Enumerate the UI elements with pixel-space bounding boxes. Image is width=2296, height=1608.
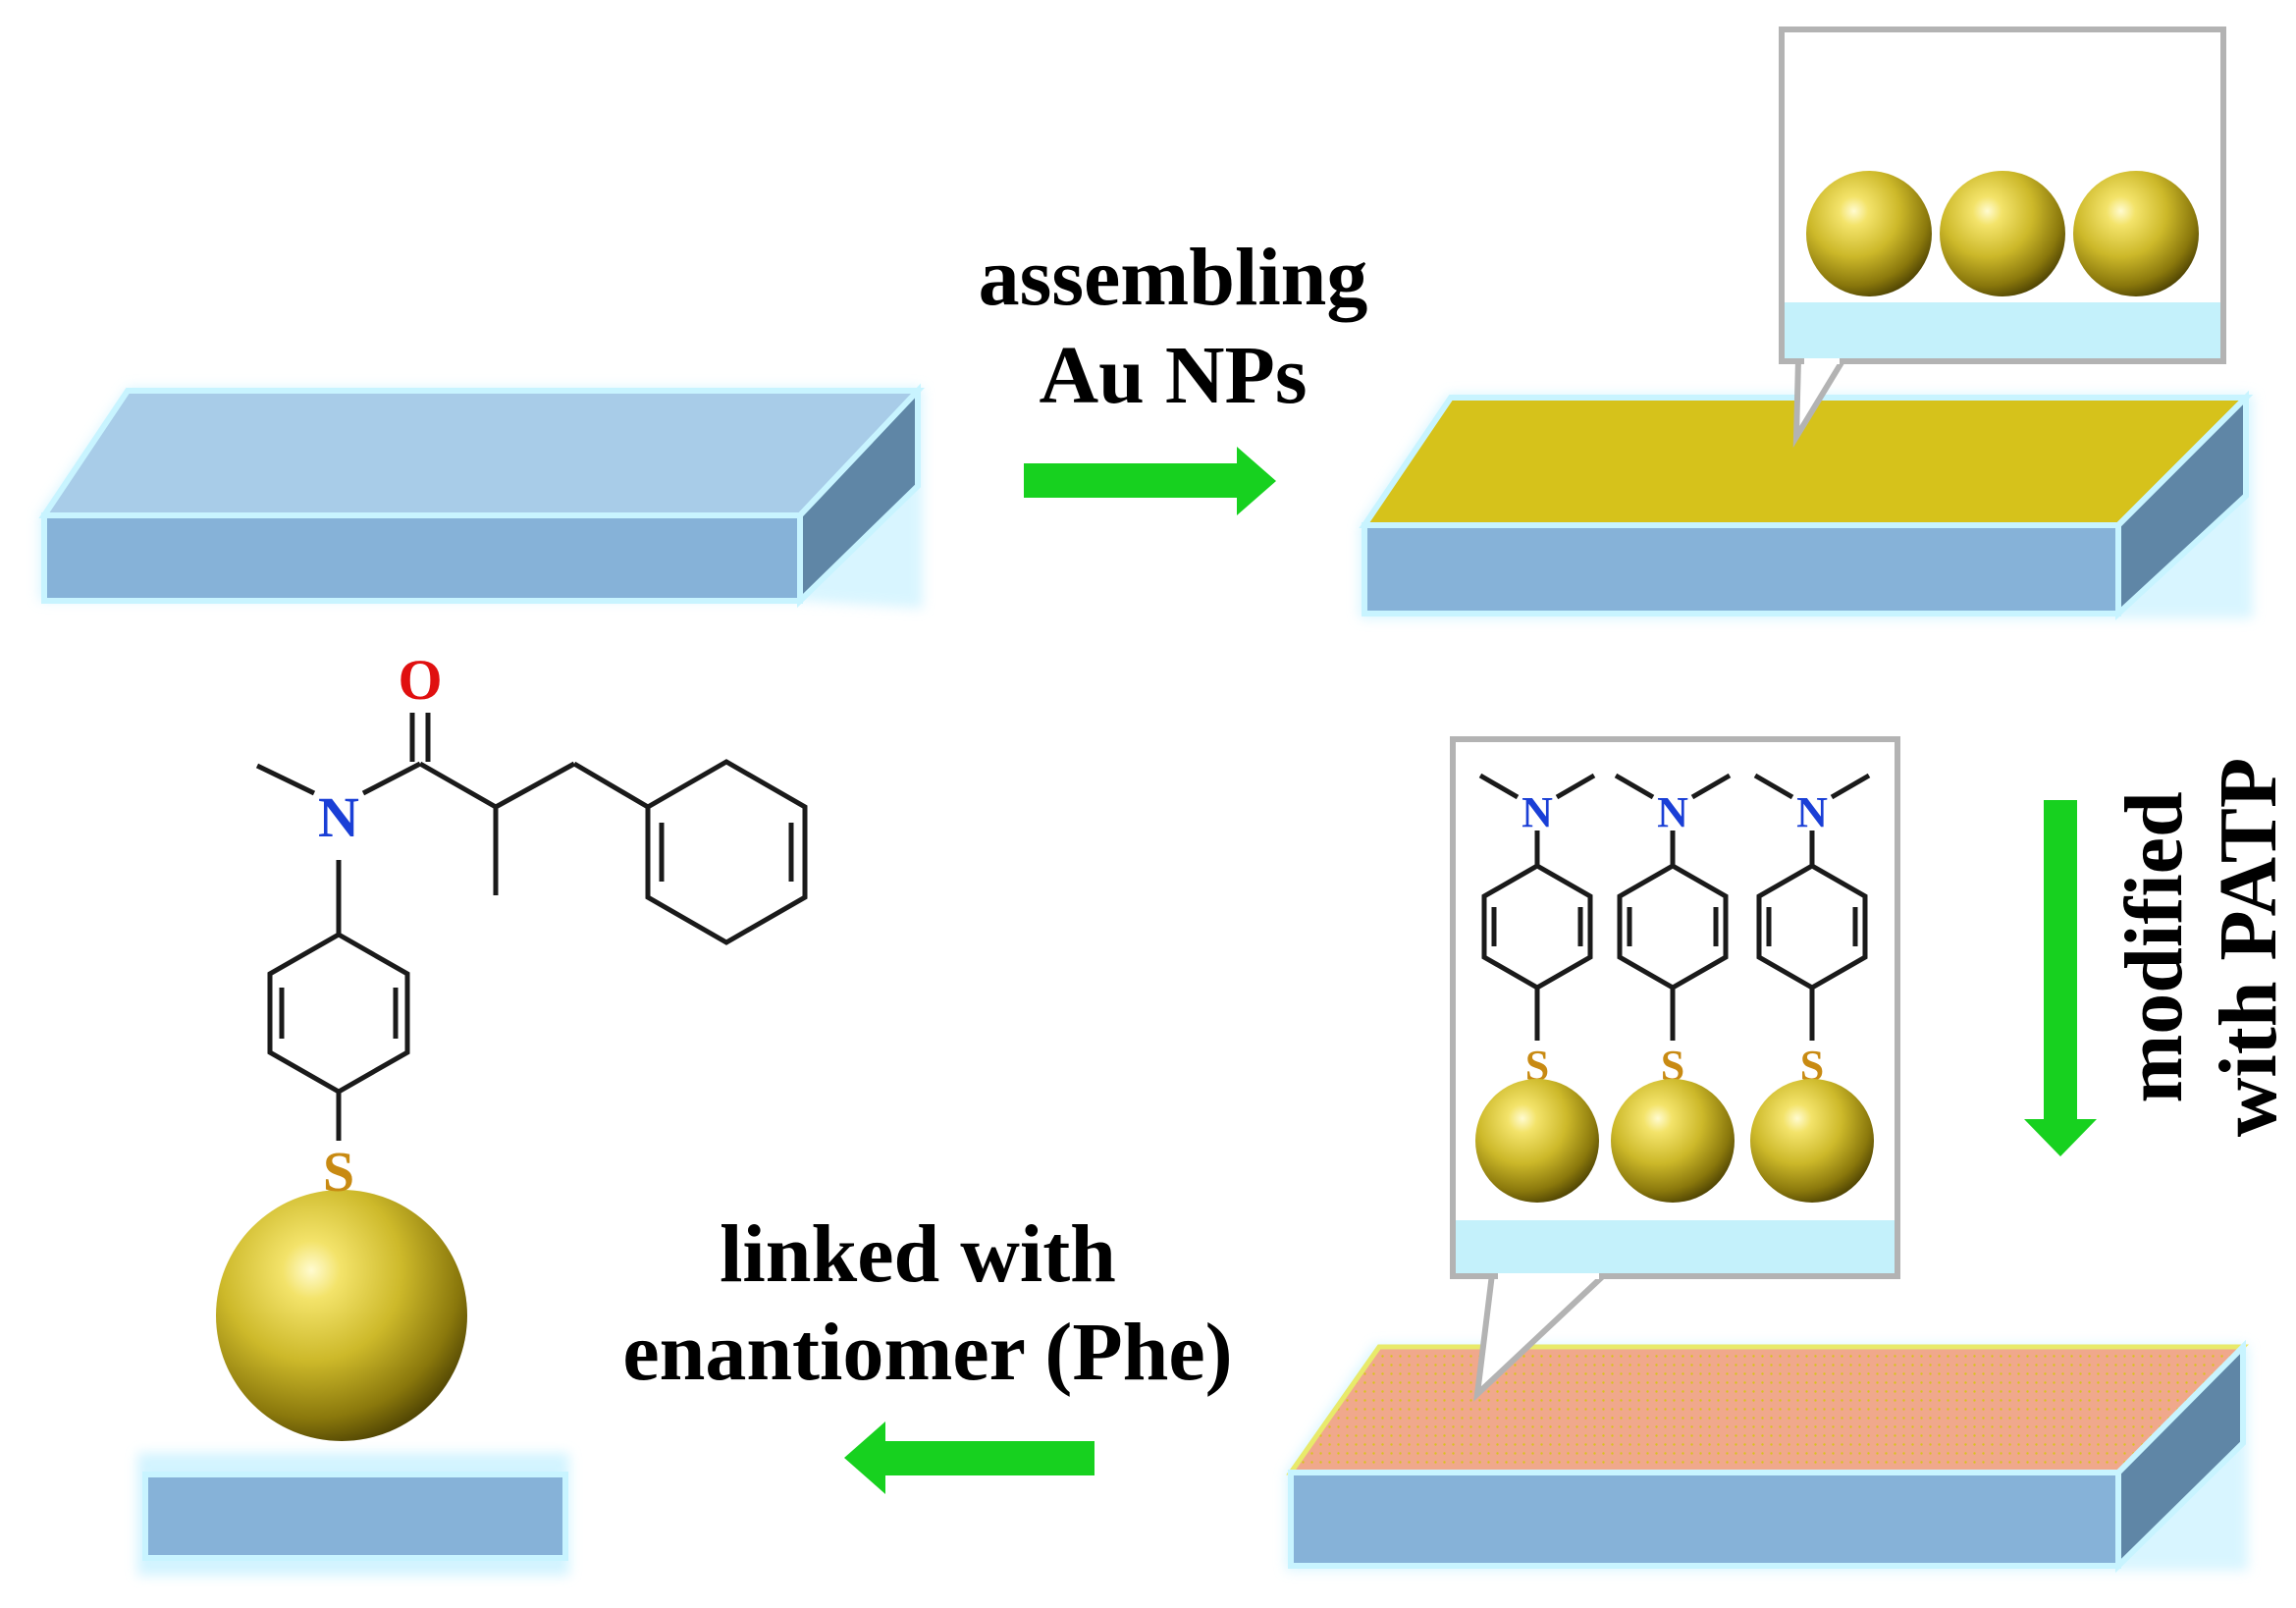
arrow-down xyxy=(2024,800,2097,1156)
step1-label-line1: assembling xyxy=(979,232,1368,323)
step1-label-line2: Au NPs xyxy=(1039,330,1307,421)
gold-nanoparticle xyxy=(216,1190,467,1441)
step2-label-line1: modified xyxy=(2109,791,2200,1102)
nitrogen-atom: N xyxy=(1522,788,1553,836)
patp-molecule: N S xyxy=(1475,773,1599,1203)
bare-substrate xyxy=(38,383,925,609)
arrow-left xyxy=(844,1421,1095,1494)
patp-modified-substrate xyxy=(1286,1339,2250,1574)
arrow-right xyxy=(1024,447,1276,515)
patp-molecule: N S xyxy=(1750,773,1874,1203)
patp-inset: N S N S N S xyxy=(1450,736,1900,1402)
gold-np-inset xyxy=(1779,27,2226,449)
sulfur-atom: S xyxy=(323,1140,354,1204)
nitrogen-atom: N xyxy=(318,785,359,849)
step3-label-line1: linked with xyxy=(720,1208,1116,1300)
gold-nanoparticle xyxy=(1611,1079,1735,1203)
gold-nanoparticle xyxy=(1750,1079,1874,1203)
step3-label-line2: enantiomer (Phe) xyxy=(622,1307,1232,1398)
step2-label-line2: with PATP xyxy=(2203,758,2294,1138)
phe-linked-structure: S N O xyxy=(137,648,808,1576)
gold-coated-substrate xyxy=(1359,390,2254,620)
oxygen-atom: O xyxy=(398,648,442,712)
patp-molecule: N S xyxy=(1611,773,1735,1203)
nitrogen-atom: N xyxy=(1657,788,1688,836)
gold-nanoparticle xyxy=(1475,1079,1599,1203)
gold-nanoparticle xyxy=(1940,171,2065,296)
gold-nanoparticle xyxy=(2073,171,2199,296)
gold-nanoparticle xyxy=(1806,171,1932,296)
nitrogen-atom: N xyxy=(1796,788,1828,836)
